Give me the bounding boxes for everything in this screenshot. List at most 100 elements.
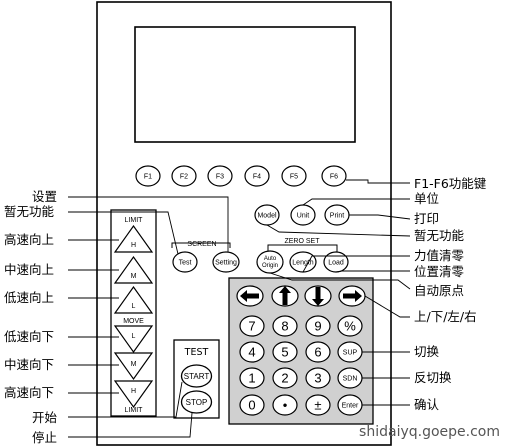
up-high-key[interactable]: H (113, 224, 154, 253)
model-key[interactable]: Model (254, 204, 280, 226)
load-key[interactable]: Load (323, 251, 349, 273)
screen-group: SCREEN Test Setting (171, 241, 240, 273)
limit-top-label: LIMIT (125, 217, 144, 224)
unit-key[interactable]: Unit (290, 204, 316, 226)
leader-lines (68, 179, 411, 438)
annotation-f1-f6: F1-F6功能键 (414, 176, 487, 191)
annotation-start: 开始 (32, 410, 58, 425)
key-decimal[interactable]: • (272, 394, 298, 416)
up-arrow-icon (279, 286, 291, 305)
key-label: 5 (281, 345, 288, 360)
annotation-setting: 设置 (32, 189, 57, 204)
annotation-stop: 停止 (32, 430, 57, 445)
test-group-label: TEST (184, 347, 209, 358)
key-plus-minus[interactable]: ± (305, 394, 331, 416)
annotation-up-high: 高速向上 (4, 232, 54, 247)
display-screen (134, 26, 356, 143)
annotation-arrows: 上/下/左/右 (414, 309, 477, 324)
function-key-f1[interactable]: F1 (135, 165, 161, 187)
function-key-label: F6 (330, 174, 338, 181)
arrow-key-down[interactable] (304, 285, 332, 307)
model-key-label: Model (257, 213, 277, 220)
up-mid-key[interactable]: M (113, 255, 154, 284)
key-label: 6 (314, 345, 321, 360)
up-low-key[interactable]: L (113, 285, 154, 314)
annotation-unit: 单位 (414, 191, 439, 206)
up-high-key-label: H (131, 242, 136, 249)
watermark: shidaiyq.goepe.com (359, 424, 500, 440)
key-5[interactable]: 5 (272, 341, 298, 363)
key-label: 4 (248, 345, 255, 360)
down-low-key[interactable]: L (113, 325, 154, 354)
unit-key-label: Unit (297, 213, 310, 220)
enter-key[interactable]: Enter (337, 394, 363, 416)
function-key-label: F1 (144, 174, 152, 181)
stop-key-label: STOP (186, 398, 208, 407)
start-key[interactable]: START (180, 364, 213, 388)
sup-key-label: SUP (343, 350, 358, 357)
test-key-label: Test (179, 260, 192, 267)
key-percent[interactable]: % (337, 315, 363, 337)
arrow-key-up[interactable] (271, 285, 299, 307)
key-9[interactable]: 9 (305, 315, 331, 337)
annotation-down-high: 高速向下 (4, 385, 54, 400)
enter-key-label: Enter (342, 403, 359, 410)
print-key[interactable]: Print (324, 204, 350, 226)
sup-key[interactable]: SUP (337, 341, 363, 363)
function-key-f2[interactable]: F2 (171, 165, 197, 187)
annotation-model: 暂无功能 (414, 228, 465, 243)
down-mid-key[interactable]: M (113, 352, 154, 381)
function-key-label: F2 (180, 174, 188, 181)
annotation-print: 打印 (414, 211, 439, 226)
left-arrow-icon (240, 290, 259, 302)
key-7[interactable]: 7 (239, 315, 265, 337)
annotation-enter: 确认 (414, 397, 440, 412)
function-key-f5[interactable]: F5 (281, 165, 307, 187)
function-key-f4[interactable]: F4 (244, 165, 270, 187)
limit-bottom-label: LIMIT (125, 407, 144, 414)
move-limit-group: LIMIT MOVE LIMIT H M L L M H (110, 209, 157, 417)
key-0[interactable]: 0 (239, 394, 265, 416)
down-arrow-icon (312, 287, 324, 306)
annotation-auto-origin: 自动原点 (414, 283, 464, 298)
arrow-key-left[interactable] (236, 285, 264, 307)
key-label: 3 (314, 371, 321, 386)
down-low-key-label: L (132, 333, 136, 340)
stop-key[interactable]: STOP (180, 390, 213, 414)
annotation-sup: 切换 (414, 344, 440, 359)
up-low-key-label: L (132, 303, 136, 310)
length-key[interactable]: Length (289, 251, 317, 273)
key-label: 2 (281, 371, 288, 386)
key-4[interactable]: 4 (239, 341, 265, 363)
print-key-label: Print (330, 213, 344, 220)
down-high-key[interactable]: H (113, 380, 154, 409)
key-label: 0 (248, 398, 255, 413)
up-mid-key-label: M (131, 273, 137, 280)
annotation-length: 力值清零 (414, 248, 465, 263)
sdn-key-label: SDN (343, 376, 358, 383)
test-key[interactable]: Test (172, 251, 198, 273)
arrow-key-right[interactable] (338, 285, 366, 307)
down-mid-key-label: M (131, 361, 137, 368)
screen-group-label: SCREEN (187, 241, 216, 248)
key-label: • (283, 398, 288, 413)
test-group: TEST START STOP (173, 339, 220, 419)
key-2[interactable]: 2 (272, 367, 298, 389)
key-8[interactable]: 8 (272, 315, 298, 337)
annotation-down-mid: 中速向下 (4, 357, 54, 372)
key-6[interactable]: 6 (305, 341, 331, 363)
auto-origin-key[interactable]: Auto Origin (256, 250, 284, 274)
length-key-label: Length (292, 260, 314, 267)
function-key-f6[interactable]: F6 (321, 165, 347, 187)
zero-set-group: ZERO SET Auto Origin Length Load (256, 238, 349, 274)
function-key-f3[interactable]: F3 (207, 165, 233, 187)
key-3[interactable]: 3 (305, 367, 331, 389)
key-label: 1 (248, 371, 255, 386)
annotation-load: 位置清零 (414, 264, 465, 279)
key-1[interactable]: 1 (239, 367, 265, 389)
move-label: MOVE (123, 318, 144, 325)
down-high-key-label: H (131, 388, 136, 395)
sdn-key[interactable]: SDN (337, 367, 363, 389)
function-key-label: F3 (216, 174, 224, 181)
setting-key[interactable]: Setting (212, 251, 240, 273)
